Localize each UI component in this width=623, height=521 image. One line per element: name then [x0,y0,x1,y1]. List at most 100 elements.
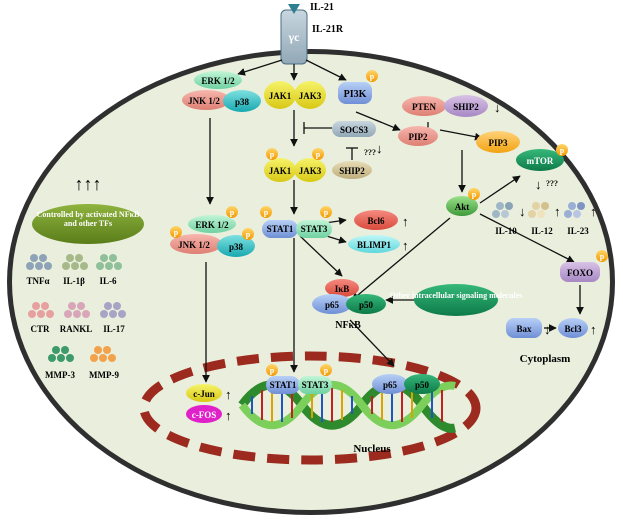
svg-text:p: p [264,208,269,217]
mtor-down-arrow: ↓ [535,177,542,192]
product-label: CTR [30,324,50,334]
jnk-p-node [170,234,222,254]
controlled-by-wrap: Controlled by activated NFκB and other T… [36,210,140,228]
cytokine-il12: ↑ IL-12 [528,202,561,236]
jak3-p-label: JAK3 [299,166,322,176]
il10-down-arrow: ↓ [519,204,526,219]
pi3k-group: PI3K [338,82,372,104]
cjun-label: c-Jun [193,389,215,399]
phospho-erk-icon: p [226,206,238,218]
product-icons [26,254,126,362]
shp2-label: SHIP2 [339,166,365,176]
nfkb-label: NFκB [335,320,361,331]
cell-cytoplasm [12,54,610,510]
jak1-node [264,81,296,109]
controlled-by-node [32,204,144,244]
stat1-n-label: STAT1 [270,380,297,390]
p38-p-label: p38 [229,242,244,252]
foxo-node [560,262,600,282]
cytoplasm-label: Cytoplasm [520,353,571,365]
stat1-n-node [266,376,300,394]
stat-complex-nucleus: STAT1 STAT3 [266,376,332,394]
svg-text:p: p [324,366,329,375]
jnk-label: JNK 1/2 [188,96,220,106]
jak3-p-node [294,158,326,182]
product-label: IL-17 [103,324,125,334]
controlled-by-label: Controlled by activated NFκB and other T… [36,210,140,228]
phospho-mtor-icon: p [556,144,568,156]
p38-label: p38 [235,97,250,107]
bax-node [506,318,542,338]
foxo-label: FOXO [567,268,593,278]
ikb-node [325,279,359,297]
svg-text:p: p [560,146,565,155]
other-molecules-text: Other intracellular signaling molecules [390,291,523,300]
bcl6-up-arrow: ↑ [402,214,409,229]
stat1-node [262,220,298,238]
jak1-p-node [264,158,296,182]
il21-label: IL-21 [310,2,334,13]
pathway-arrows [202,59,584,383]
phospho-p38-icon: p [242,228,254,240]
cjun-node [186,384,222,402]
phospho-stat1-n-icon: p [266,364,278,376]
socs3-down-arrow: ↓ [376,141,383,156]
phospho-akt-icon: p [468,188,480,200]
stat3-n-label: STAT3 [302,380,329,390]
bax-label: Bax [516,324,532,334]
svg-text:p: p [246,230,251,239]
ikb-label: IκB [335,284,350,294]
il21-ligand-icon [288,4,300,14]
il23-up-arrow: ↑ [590,204,597,219]
p50-node [346,294,386,314]
stat3-node [296,220,332,238]
phospho-stat3-n-icon: p [320,364,332,376]
p38-node [223,90,261,112]
phospho-foxo-icon: p [596,250,608,262]
mmp3-icon [48,346,74,362]
upregulation-arrows: ↑↑↑ [75,174,102,194]
bcl3-up-arrow: ↑ [590,322,597,337]
p50-n-label: p50 [415,380,430,390]
p65-n-node [372,374,408,394]
il21-receptor: γc [280,4,308,65]
erk-node [194,71,242,89]
cfos-node [186,405,222,423]
il21r-label: IL-21R [312,24,344,35]
mapk-complex-top: ERK 1/2 JNK 1/2 p38 [182,71,261,112]
shp2-node [332,161,372,179]
product-label: IL-1β [63,276,85,286]
jak-complex-phospho: JAK1 JAK3 [264,158,326,182]
pi3k-node [338,82,372,104]
ship2-label: SHIP2 [453,102,479,112]
nfkb-complex-nucleus: p65 p50 [372,374,440,394]
bcl3-node [558,318,588,338]
bcl6-node [354,210,398,230]
nfkb-complex-cytoplasm: IκB p65 p50 NFκB [312,279,386,331]
bcl6-label: Bcl6 [368,216,385,226]
ship2-down-arrow: ↓ [494,100,501,115]
jak3-node [294,81,326,109]
svg-text:p: p [270,366,275,375]
il12-up-arrow: ↑ [554,204,561,219]
socs3-node [332,121,376,137]
cfos-label: c-FOS [192,410,217,420]
phospho-stat1-icon: p [260,206,272,218]
bax-down-arrow: ↓ [544,322,551,337]
p65-n-label: p65 [383,380,398,390]
pip3-label: PIP3 [489,138,508,148]
phospho-stat3-icon: p [320,206,332,218]
pip2-label: PIP2 [409,132,428,142]
mapk-complex-phospho: ERK 1/2 JNK 1/2 p38 [170,215,255,257]
ship2-node [444,95,488,117]
phospho-jnk-icon: p [170,226,182,238]
mtor-node [516,149,564,171]
svg-text:p: p [324,208,329,217]
erk-p-node [188,215,236,233]
jnk-p-label: JNK 1/2 [178,240,210,250]
rankl-icon [64,302,90,318]
product-label: MMP-3 [45,370,75,380]
mmp9-icon [90,346,116,362]
